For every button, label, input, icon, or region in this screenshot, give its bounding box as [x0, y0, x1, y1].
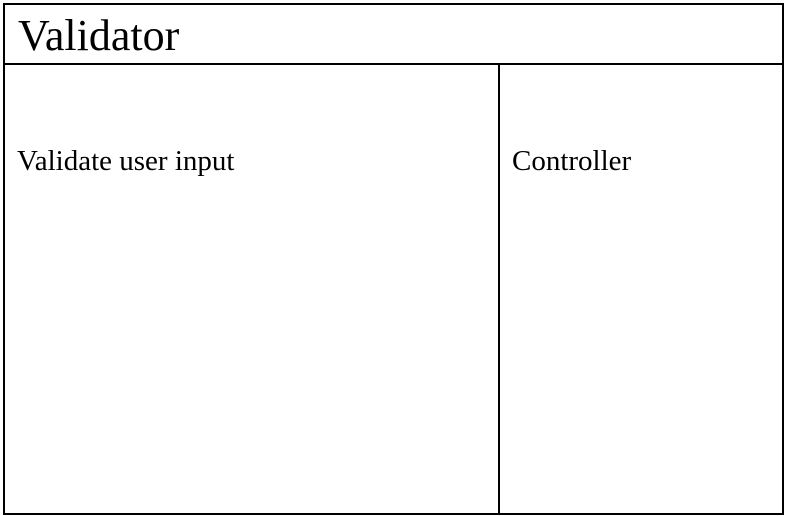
card-header: Validator — [5, 5, 782, 65]
collaborators-column: Controller — [500, 65, 782, 513]
responsibility-item: Validate user input — [17, 145, 235, 177]
responsibilities-column: Validate user input — [5, 65, 500, 513]
class-name: Validator — [18, 11, 180, 60]
crc-card: Validator Validate user input Controller — [3, 3, 784, 515]
card-body: Validate user input Controller — [5, 65, 782, 513]
collaborator-item: Controller — [512, 145, 632, 177]
